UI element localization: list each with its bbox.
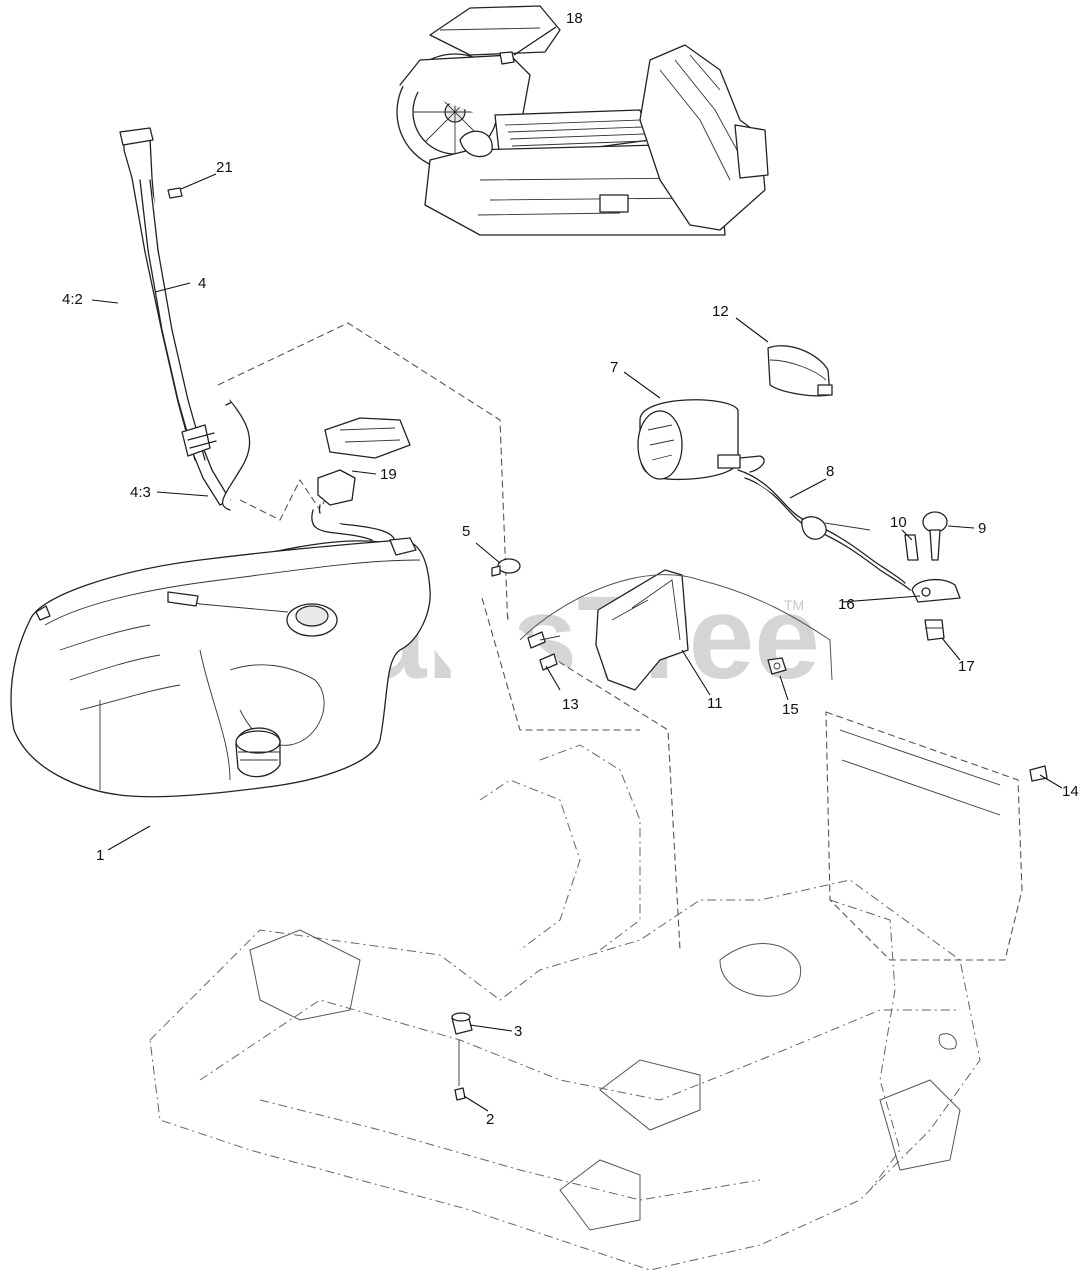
callout-8: 8 xyxy=(826,463,834,480)
grommet xyxy=(451,1012,473,1035)
engine-fitting xyxy=(499,51,515,65)
screws xyxy=(527,631,561,671)
nut xyxy=(767,657,787,675)
callout-3: 3 xyxy=(514,1023,522,1040)
callout-4-2: 4:2 xyxy=(62,291,83,308)
side-panel xyxy=(825,711,1048,961)
chassis-frame xyxy=(149,744,981,1271)
callout-18: 18 xyxy=(566,10,583,27)
vent-hose xyxy=(737,469,911,591)
filler-neck-hose xyxy=(119,127,251,511)
callout-17: 17 xyxy=(958,658,975,675)
callout-11: 11 xyxy=(707,695,723,712)
filler-screw xyxy=(167,187,183,199)
callout-15: 15 xyxy=(782,701,799,718)
callout-4-3: 4:3 xyxy=(130,484,151,501)
hose-elbow xyxy=(924,619,945,641)
callout-16: 16 xyxy=(838,596,855,613)
callout-4: 4 xyxy=(198,275,206,292)
fuel-tank xyxy=(10,537,431,798)
check-valve xyxy=(904,511,948,561)
callout-9: 9 xyxy=(978,520,986,537)
hose-bracket xyxy=(911,578,961,603)
callout-labels: 18 21 4 4:2 4:3 19 12 7 8 10 9 5 16 17 1… xyxy=(62,10,1079,1128)
engine-assembly xyxy=(396,5,769,236)
callout-12: 12 xyxy=(712,303,729,320)
callout-5: 5 xyxy=(462,523,470,540)
callout-19: 19 xyxy=(380,466,397,483)
screw-small xyxy=(454,1040,466,1101)
callout-1: 1 xyxy=(96,847,104,864)
charcoal-canister xyxy=(637,399,765,481)
callout-2: 2 xyxy=(486,1111,494,1128)
callout-13: 13 xyxy=(562,696,579,713)
callout-10: 10 xyxy=(890,514,907,531)
hose-clamp xyxy=(491,558,521,577)
watermark-tm: TM xyxy=(784,597,804,613)
canister-shield xyxy=(519,569,833,691)
canister-strap xyxy=(767,345,833,397)
callout-7: 7 xyxy=(610,359,618,376)
callout-leaders xyxy=(91,26,1063,1112)
callout-21: 21 xyxy=(216,159,233,176)
callout-14: 14 xyxy=(1062,783,1079,800)
